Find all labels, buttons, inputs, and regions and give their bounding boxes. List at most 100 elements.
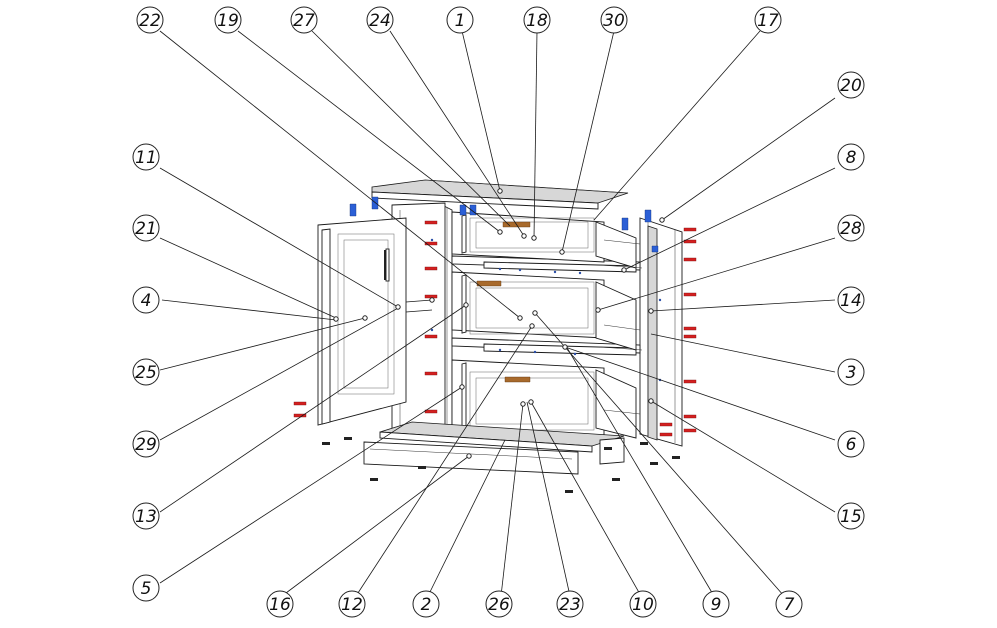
callout-circle [132, 430, 160, 458]
callout-label: 9 [711, 595, 722, 615]
callout-circle [214, 6, 242, 34]
callout-26: 26 [485, 590, 513, 618]
callout-label: 2 [421, 595, 432, 615]
callout-circle [266, 590, 294, 618]
callout-label: 17 [757, 11, 779, 31]
dowel-dots [430, 238, 662, 382]
callout-17: 17 [754, 6, 782, 34]
callout-circle [629, 590, 657, 618]
callout-circle [132, 358, 160, 386]
callout-circle [136, 6, 164, 34]
right-side-panel [639, 217, 683, 447]
callout-label: 3 [846, 363, 857, 383]
callout-18: 18 [523, 6, 551, 34]
callout-25: 25 [132, 358, 160, 386]
callout-circle [412, 590, 440, 618]
callout-circle [132, 574, 160, 602]
callout-12: 12 [338, 590, 366, 618]
callout-circle [132, 214, 160, 242]
drawer-bottom [451, 359, 641, 439]
callout-label: 29 [135, 435, 157, 455]
callout-label: 21 [135, 219, 157, 239]
callout-label: 26 [488, 595, 510, 615]
feet-and-screws [322, 437, 680, 493]
callout-label: 10 [632, 595, 654, 615]
callout-8: 8 [837, 143, 865, 171]
callout-circle [837, 358, 865, 386]
callout-circle [132, 502, 160, 530]
callout-circle [837, 286, 865, 314]
callout-circle [837, 143, 865, 171]
callout-circle [338, 590, 366, 618]
leader-end-points [333, 188, 665, 459]
callout-label: 1 [455, 11, 466, 31]
callout-14: 14 [837, 286, 865, 314]
cabinet-drawing [293, 179, 697, 493]
bottom-panel [379, 421, 625, 453]
callout-circle [837, 430, 865, 458]
callout-label: 11 [135, 148, 157, 168]
callout-circle [600, 6, 628, 34]
callout-21: 21 [132, 214, 160, 242]
callout-label: 5 [141, 579, 152, 599]
callout-circle [523, 6, 551, 34]
callout-4: 4 [132, 286, 160, 314]
callout-label: 20 [840, 76, 862, 96]
callout-circle [290, 6, 318, 34]
callout-label: 22 [139, 11, 161, 31]
drawer-middle [451, 271, 641, 351]
callout-circle [446, 6, 474, 34]
callout-circle [702, 590, 730, 618]
callout-5: 5 [132, 574, 160, 602]
callout-label: 4 [141, 291, 152, 311]
plinth [363, 437, 625, 475]
callout-circle [366, 6, 394, 34]
hardware-fittings [293, 204, 697, 437]
callout-19: 19 [214, 6, 242, 34]
callout-3: 3 [837, 358, 865, 386]
callout-label: 13 [135, 507, 157, 527]
callout-label: 7 [784, 595, 795, 615]
callout-1: 1 [446, 6, 474, 34]
callout-label: 15 [840, 507, 862, 527]
callout-label: 25 [135, 363, 157, 383]
callout-7: 7 [775, 590, 803, 618]
callout-label: 23 [559, 595, 581, 615]
callout-label: 14 [840, 291, 862, 311]
callout-circle [754, 6, 782, 34]
callout-label: 16 [269, 595, 291, 615]
callout-circle [837, 71, 865, 99]
callout-15: 15 [837, 502, 865, 530]
callout-circle [556, 590, 584, 618]
callout-label: 6 [846, 435, 857, 455]
callout-16: 16 [266, 590, 294, 618]
callout-20: 20 [837, 71, 865, 99]
callout-circle [775, 590, 803, 618]
callout-label: 28 [840, 219, 862, 239]
callout-label: 8 [846, 148, 857, 168]
callout-24: 24 [366, 6, 394, 34]
callout-22: 22 [136, 6, 164, 34]
shelves [451, 255, 643, 356]
callout-label: 27 [293, 11, 315, 31]
callout-label: 30 [603, 11, 625, 31]
leader-lines [159, 30, 836, 597]
callout-10: 10 [629, 590, 657, 618]
callout-9: 9 [702, 590, 730, 618]
callout-13: 13 [132, 502, 160, 530]
callout-2: 2 [412, 590, 440, 618]
callout-27: 27 [290, 6, 318, 34]
left-door [317, 196, 433, 426]
callout-label: 19 [217, 11, 239, 31]
callout-29: 29 [132, 430, 160, 458]
callout-23: 23 [556, 590, 584, 618]
callout-label: 24 [369, 11, 391, 31]
callout-circle [132, 286, 160, 314]
callout-circle [485, 590, 513, 618]
callout-circle [837, 214, 865, 242]
callout-circle [837, 502, 865, 530]
callout-circle [132, 143, 160, 171]
